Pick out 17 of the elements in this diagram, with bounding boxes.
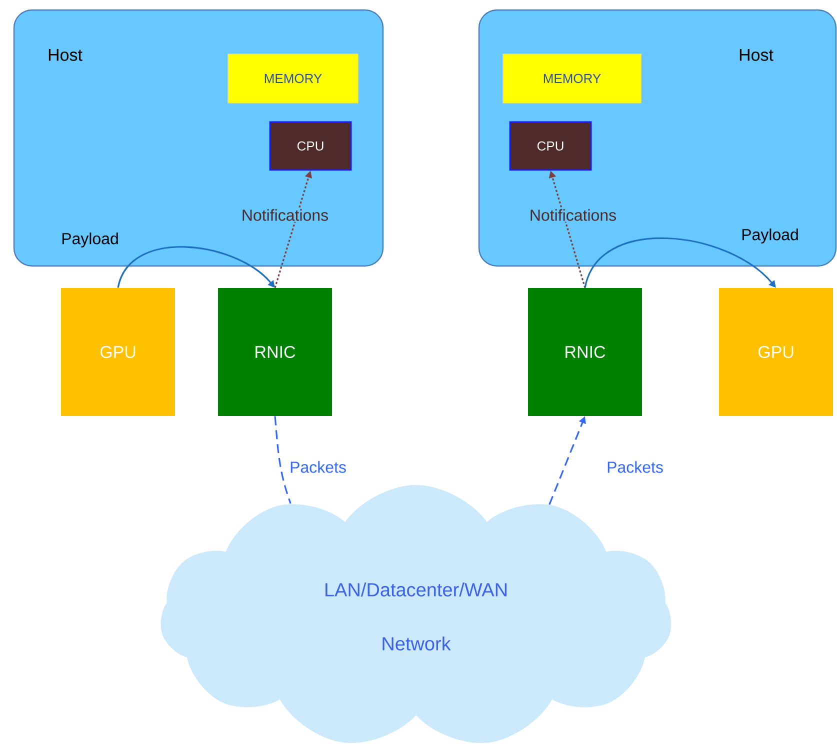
gpu-box: GPU: [719, 288, 833, 416]
edge-label: Packets: [608, 461, 663, 473]
edge-label: Notifications: [530, 209, 616, 221]
cpu-box: CPU: [509, 121, 592, 171]
arrow: [117, 246, 275, 288]
memory-box: MEMORY: [228, 54, 358, 104]
rnic-box: RNIC: [218, 288, 332, 416]
network-cloud: LAN/Datacenter/WAN Network: [160, 484, 672, 744]
memory-box: MEMORY: [502, 54, 642, 104]
edge-label: Payload: [62, 232, 118, 248]
arrow: [584, 237, 776, 288]
cpu-box: CPU: [269, 121, 352, 171]
gpu-box: GPU: [61, 288, 175, 416]
rnic-box: RNIC: [528, 288, 642, 416]
edge-label: Payload: [742, 228, 798, 244]
edge-label: Notifications: [242, 209, 328, 221]
edge-label: Packets: [290, 461, 346, 473]
